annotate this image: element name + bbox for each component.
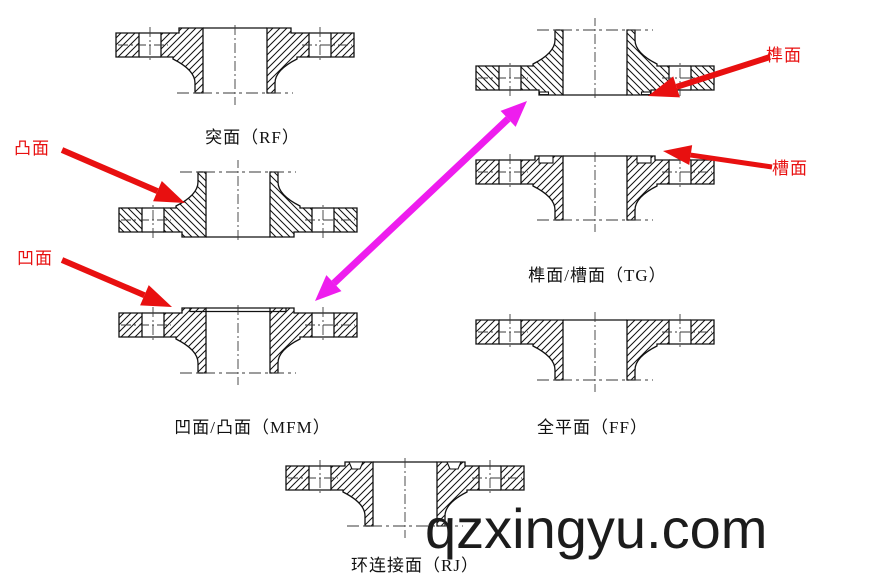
caption-raised-face: 突面（RF） <box>205 128 300 147</box>
caption-mfm: 凹面/凸面（MFM） <box>174 418 331 437</box>
flange-drawing-flat-face <box>475 312 715 392</box>
caption-rj: 环连接面（RJ） <box>351 556 479 575</box>
label-concave-face: 凹面 <box>17 249 53 268</box>
caption-tg: 榫面/槽面（TG） <box>528 266 667 285</box>
watermark-text: qzxingyu.com <box>425 497 768 560</box>
caption-ff: 全平面（FF） <box>537 418 648 437</box>
flange-drawing-ring-joint <box>285 458 525 538</box>
label-tongue-face: 榫面 <box>766 46 802 65</box>
flange-drawing-raised-face <box>115 25 355 105</box>
label-groove-face: 槽面 <box>772 159 808 178</box>
flange-drawing-groove-face <box>475 152 715 232</box>
flange-drawing-tongue-face <box>475 18 715 98</box>
flange-drawing-female-face <box>118 305 358 385</box>
flange-drawing-male-face <box>118 160 358 240</box>
label-convex-face: 凸面 <box>14 139 50 158</box>
